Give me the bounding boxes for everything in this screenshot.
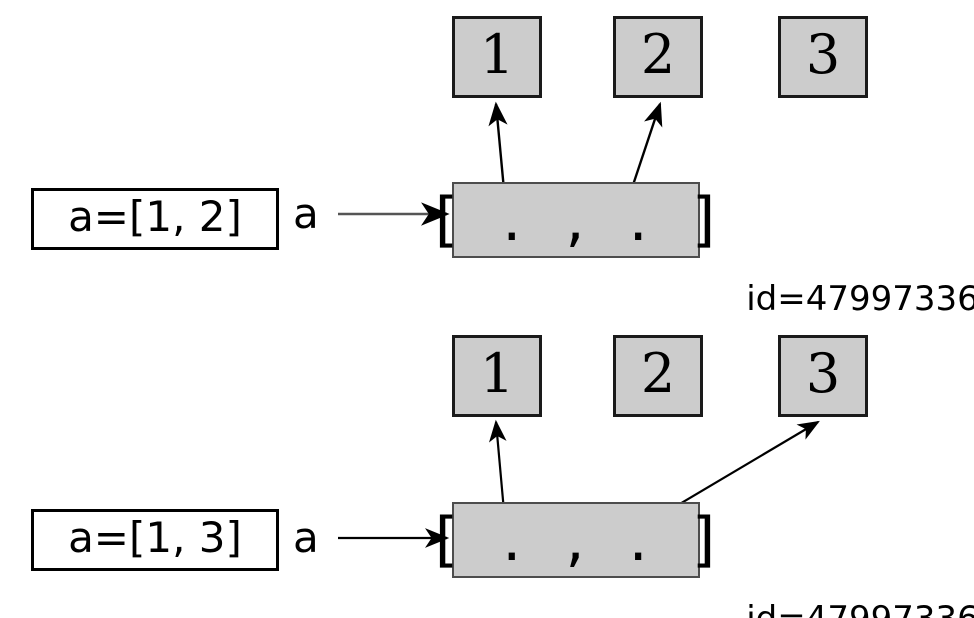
int-object-value: 1 [479,342,515,405]
list-object-box-bottom: [ . , . ] [434,502,718,578]
variable-label-top: a [293,193,319,235]
list-object-box-top: [ . , . ] [434,182,718,258]
variable-label-bottom: a [293,517,319,559]
code-label-text: a=[1, 2] [68,192,242,241]
int-object-box-2-top: 2 [613,16,703,98]
id-caption-bottom: id=47997336 [703,568,974,618]
int-object-value: 2 [640,342,676,405]
code-label-text: a=[1, 3] [68,513,242,562]
code-label-box-bottom: a=[1, 3] [31,509,279,571]
id-caption-text: id=47997336 [746,279,974,319]
int-object-value: 3 [805,342,841,405]
int-object-box-3-bottom: 3 [778,335,868,417]
int-object-box-3-top: 3 [778,16,868,98]
id-caption-text: id=47997336 [746,599,974,618]
int-object-value: 3 [805,23,841,86]
int-object-box-1-bottom: 1 [452,335,542,417]
list-object-repr: [ . , . ] [434,185,718,255]
int-object-value: 2 [640,23,676,86]
list-object-repr: [ . , . ] [434,505,718,575]
id-caption-top: id=47997336 [703,248,974,350]
code-label-box-top: a=[1, 2] [31,188,279,250]
int-object-box-2-bottom: 2 [613,335,703,417]
variable-label-text: a [293,189,319,238]
int-object-value: 1 [479,23,515,86]
int-object-box-1-top: 1 [452,16,542,98]
variable-label-text: a [293,513,319,562]
